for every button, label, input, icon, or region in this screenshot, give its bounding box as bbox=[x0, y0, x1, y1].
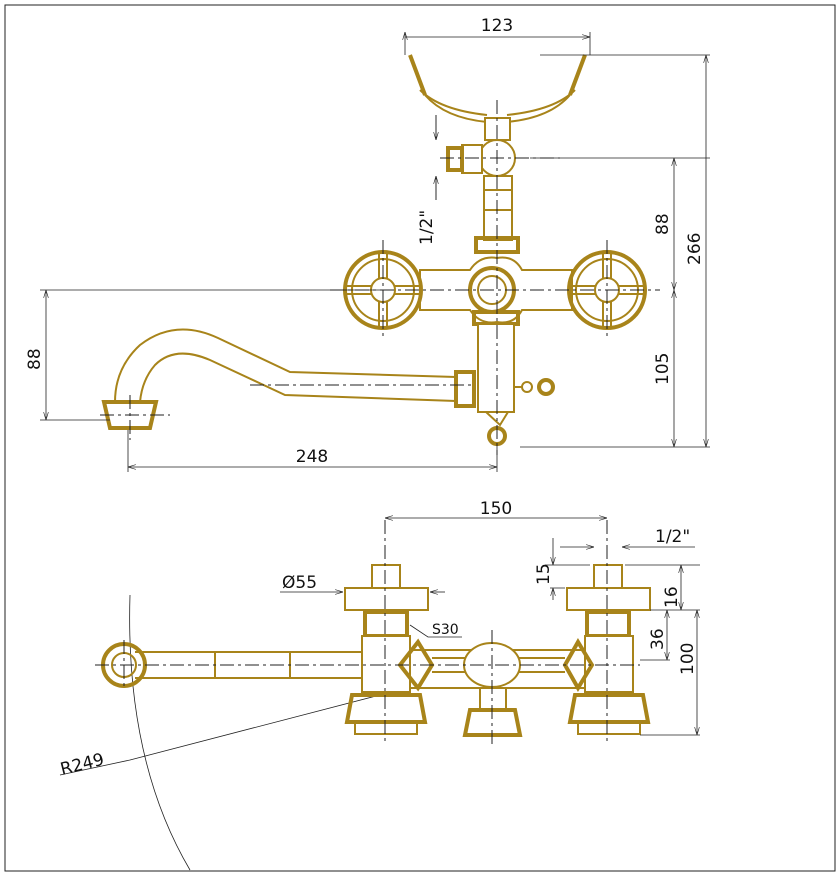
dim-spout-height: 88 bbox=[25, 348, 45, 370]
dim-centers: 150 bbox=[480, 499, 512, 519]
dim-lower-height: 105 bbox=[653, 353, 673, 385]
dim-inlet-thread: 1/2" bbox=[655, 527, 690, 547]
dim-handle-diameter: Ø55 bbox=[282, 573, 317, 593]
dim-100: 100 bbox=[678, 643, 698, 675]
dim-holder-height: 88 bbox=[653, 213, 673, 235]
dim-total-height: 266 bbox=[685, 233, 705, 265]
dim-spout-length: 248 bbox=[296, 447, 328, 467]
dim-15: 15 bbox=[534, 563, 554, 585]
spout bbox=[101, 328, 476, 430]
dim-16: 16 bbox=[662, 586, 682, 608]
dim-swing-radius: R249 bbox=[58, 750, 106, 780]
dim-outlet-thread: 1/2" bbox=[417, 210, 437, 245]
front-view: 123 1/2" 88 105 266 88 248 bbox=[25, 16, 710, 472]
drawing-frame bbox=[4, 4, 836, 872]
dim-holder-width: 123 bbox=[481, 16, 513, 36]
shower-holder bbox=[408, 54, 587, 123]
dim-nut-size: S30 bbox=[432, 622, 459, 638]
top-view: R249 150 bbox=[58, 499, 700, 871]
left-valve bbox=[344, 564, 429, 735]
right-valve bbox=[566, 564, 651, 735]
dim-36: 36 bbox=[648, 628, 668, 650]
